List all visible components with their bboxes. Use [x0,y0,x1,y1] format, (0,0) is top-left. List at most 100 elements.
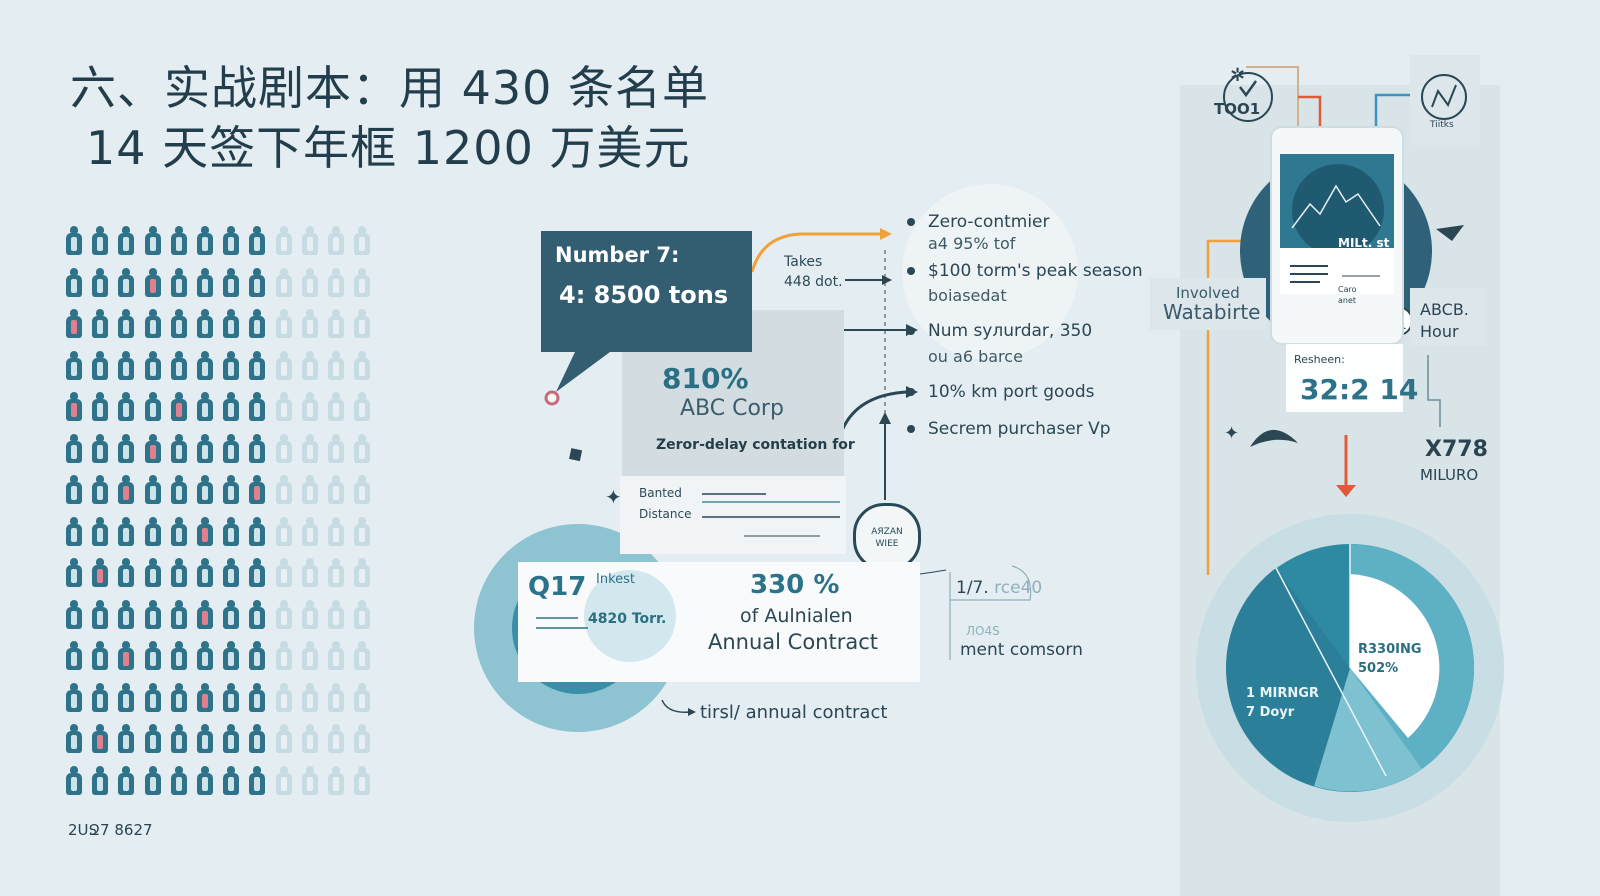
person-icon [66,309,82,339]
sketch-lines [949,565,1032,660]
person-icon [275,682,292,713]
person-icon [223,392,240,422]
person-icon [328,350,344,381]
person-icon [197,267,213,298]
person-icon [223,475,240,505]
person-icon [328,226,344,256]
person-icon [354,682,371,713]
chart-icon-label: Tiitks [1430,120,1454,130]
svg-text:✲: ✲ [1230,65,1245,86]
phone-mockup: MILt. st Caro anet [1270,126,1404,345]
white-card [620,476,846,554]
person-icon [301,226,318,256]
contract-tons: 4820 Torr. [588,611,667,627]
badge-arrowhead [879,412,891,424]
person-icon [92,724,109,754]
person-icon [197,226,213,256]
phone-footer: Caro anet [1338,284,1357,306]
involved-box [1150,278,1266,330]
person-icon [197,641,213,671]
takes-line-2: 448 dot. [784,274,843,290]
person-icon [275,724,292,754]
bullet-item: Secrem purchaser Vp [906,416,1110,442]
person-icon [301,599,318,630]
person-icon [66,267,82,298]
person-icon [66,724,82,754]
pie-left-label: 1 MIRNGR 7 Doyr [1246,684,1319,722]
person-icon [66,475,82,505]
person-icon [249,641,266,671]
abcb-box [1410,288,1487,346]
person-icon [223,433,240,464]
phone-caption: MILt. st [1338,236,1390,250]
pie-slice-bottom [1314,668,1422,792]
plus-sparkle-icon: ✦ [605,485,622,509]
pie-left-line-1: 1 MIRNGR [1246,686,1319,701]
person-icon [249,516,266,547]
person-icon [301,682,318,713]
person-icon [328,516,344,547]
person-icon [354,724,371,754]
contract-title: Annual Contract [708,630,879,654]
center-subtitle: Zeror-delay contation for [656,437,855,453]
person-icon [66,433,82,464]
tool-label: TOO1 [1214,100,1261,118]
person-icon [223,350,240,381]
person-icon [92,641,109,671]
person-icon [118,392,135,422]
person-icon [197,724,213,754]
person-icon [249,226,266,256]
person-icon [118,226,135,256]
person-icon [328,267,344,298]
pie-highlight [1350,574,1440,738]
person-icon [301,516,318,547]
bullet-item: 10% km port goods [907,379,1095,405]
person-icon [328,765,344,796]
person-icon [275,475,292,505]
person-icon [328,475,344,505]
person-icon [197,392,213,422]
person-icon [301,267,318,298]
contract-of-label: of Aulnialen [740,605,853,627]
person-icon [144,309,161,339]
person-icon [275,641,292,671]
person-icon [301,350,318,381]
person-icon [328,558,344,588]
bullet-item: $100 torm's peak season [907,258,1143,284]
person-icon [249,433,266,464]
pie-graphic [1196,514,1504,822]
person-icon [66,558,82,588]
contract-code: Q17 [528,572,587,602]
person-icon [249,475,266,505]
person-icon [170,475,187,505]
contract-percent: 330 % [750,570,840,600]
person-icon [118,724,135,754]
person-icon [275,226,292,256]
callout-pointer [556,352,610,392]
person-icon [354,765,371,796]
takes-line-1: Takes [784,254,823,270]
person-icon [170,516,187,547]
pie-divider-1 [1275,567,1387,777]
person-icon [118,682,135,713]
person-icon [328,682,344,713]
person-icon [275,765,292,796]
person-icon [354,226,371,256]
person-icon [118,433,135,464]
person-icon [249,599,266,630]
light-blob [902,184,1078,360]
person-icon [354,641,371,671]
person-icon [92,433,109,464]
person-icon [66,350,82,381]
card-rule-lines [702,493,840,537]
callout-label: Number 7: [555,243,680,267]
person-icon [170,309,187,339]
person-icon [328,599,344,630]
fraction-extra: rce40 [994,578,1043,598]
bullet-subtext: a4 95% tof [928,234,1016,253]
person-icon [118,558,135,588]
person-icon [170,558,187,588]
person-icon [170,599,187,630]
person-icon [275,558,292,588]
reading-label: Resheen: [1294,353,1345,366]
